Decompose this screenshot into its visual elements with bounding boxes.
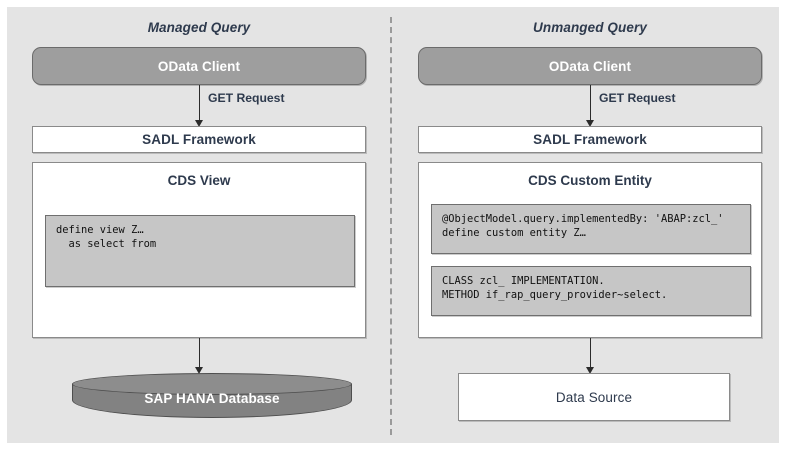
left-hana-database-label: SAP HANA Database [144, 391, 280, 406]
right-data-source-arrow-head [586, 367, 594, 374]
right-data-source-arrow-line [590, 338, 591, 369]
left-cds-view-title: CDS View [167, 173, 231, 188]
diagram-stage: Managed Query OData Client GET Request S… [7, 7, 779, 443]
left-get-request-arrow-head [195, 120, 203, 127]
left-sadl-framework-node[interactable]: SADL Framework [32, 126, 366, 153]
left-odata-client-node[interactable]: OData Client [32, 47, 366, 85]
managed-query-title: Managed Query [147, 20, 251, 35]
left-db-arrow-head [195, 367, 203, 374]
right-sadl-framework-node[interactable]: SADL Framework [418, 126, 762, 153]
right-odata-client-label: OData Client [548, 58, 632, 74]
right-get-request-arrow-line [590, 85, 591, 122]
right-get-request-arrow-head [586, 120, 594, 127]
left-sadl-framework-label: SADL Framework [142, 132, 256, 147]
cylinder-top-ellipse [72, 373, 352, 395]
right-sadl-framework-label: SADL Framework [533, 132, 647, 147]
right-get-request-label: GET Request [599, 91, 676, 105]
left-get-request-arrow-line [199, 85, 200, 122]
column-divider [390, 17, 392, 435]
left-cds-view-code-block: define view Z… as select from [45, 215, 355, 287]
right-odata-client-node[interactable]: OData Client [418, 47, 762, 85]
left-db-arrow-line [199, 338, 200, 369]
right-cds-custom-entity-container[interactable]: CDS Custom Entity @ObjectModel.query.imp… [418, 162, 762, 338]
left-odata-client-label: OData Client [157, 58, 241, 74]
unmanaged-query-title: Unmanged Query [533, 20, 647, 35]
left-hana-database-cylinder[interactable]: SAP HANA Database [72, 373, 352, 418]
left-get-request-label: GET Request [208, 91, 285, 105]
right-data-source-label: Data Source [555, 389, 633, 405]
right-entity-code-block: @ObjectModel.query.implementedBy: 'ABAP:… [431, 204, 751, 254]
right-class-code-block: CLASS zcl_ IMPLEMENTATION. METHOD if_rap… [431, 266, 751, 316]
right-cds-custom-entity-title: CDS Custom Entity [528, 173, 652, 188]
right-data-source-node[interactable]: Data Source [458, 373, 730, 421]
left-cds-view-container[interactable]: CDS View define view Z… as select from [32, 162, 366, 338]
